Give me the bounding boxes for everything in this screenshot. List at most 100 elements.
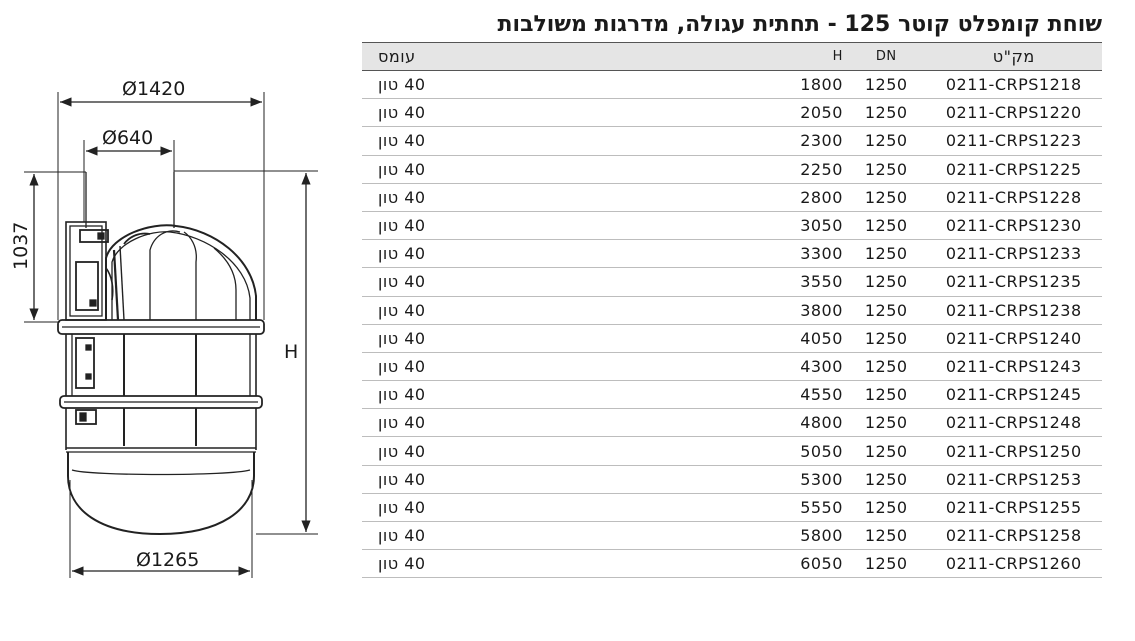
cell-sku: 0211-CRPS1253 xyxy=(925,465,1102,494)
cell-dn: 1250 xyxy=(846,183,926,212)
header-load: עומס xyxy=(362,42,543,71)
cell-load: 40 טון xyxy=(362,521,543,551)
cell-h: 3300 xyxy=(543,239,847,269)
cell-sku: 0211-CRPS1235 xyxy=(925,267,1102,297)
dim-bottom: Ø1265 xyxy=(136,549,199,571)
manhole-drawing: Ø1420 Ø640 1037 H Ø1265 xyxy=(10,78,318,578)
cell-load: 40 טון xyxy=(362,324,543,353)
cell-h: 6050 xyxy=(543,549,847,579)
cell-dn: 1250 xyxy=(846,352,926,382)
cell-load: 40 טון xyxy=(362,380,543,410)
cell-h: 3800 xyxy=(543,296,847,325)
cell-h: 3550 xyxy=(543,267,847,297)
dim-height-cone: 1037 xyxy=(10,222,32,270)
cell-h: 2300 xyxy=(543,126,847,156)
cell-sku: 0211-CRPS1260 xyxy=(925,549,1102,579)
cell-h: 4800 xyxy=(543,408,847,438)
cell-load: 40 טון xyxy=(362,70,543,100)
cell-sku: 0211-CRPS1243 xyxy=(925,352,1102,382)
cell-dn: 1250 xyxy=(846,98,926,128)
cell-h: 4550 xyxy=(543,380,847,410)
cell-load: 40 טון xyxy=(362,211,543,241)
cell-load: 40 טון xyxy=(362,126,543,156)
cell-h: 3050 xyxy=(543,211,847,241)
cell-load: 40 טון xyxy=(362,183,543,212)
cell-sku: 0211-CRPS1258 xyxy=(925,521,1102,551)
cell-sku: 0211-CRPS1225 xyxy=(925,155,1102,184)
dim-top-outer: Ø1420 xyxy=(122,78,185,100)
cell-h: 2050 xyxy=(543,98,847,128)
cell-h: 5800 xyxy=(543,521,847,551)
cell-sku: 0211-CRPS1220 xyxy=(925,98,1102,128)
cell-sku: 0211-CRPS1248 xyxy=(925,408,1102,438)
cell-h: 2250 xyxy=(543,155,847,184)
cell-h: 1800 xyxy=(543,70,847,100)
cell-dn: 1250 xyxy=(846,493,926,523)
cell-load: 40 טון xyxy=(362,465,543,494)
cell-dn: 1250 xyxy=(846,155,926,184)
cell-sku: 0211-CRPS1228 xyxy=(925,183,1102,212)
cell-dn: 1250 xyxy=(846,465,926,494)
header-sku: מק"ט xyxy=(925,42,1102,71)
dim-top-inner: Ø640 xyxy=(102,127,153,149)
cell-sku: 0211-CRPS1230 xyxy=(925,211,1102,241)
cell-load: 40 טון xyxy=(362,155,543,184)
cell-h: 4050 xyxy=(543,324,847,353)
cell-h: 2800 xyxy=(543,183,847,212)
cell-sku: 0211-CRPS1255 xyxy=(925,493,1102,523)
cell-load: 40 טון xyxy=(362,436,543,466)
header-dn: DN xyxy=(846,42,926,71)
cell-dn: 1250 xyxy=(846,239,926,269)
cell-dn: 1250 xyxy=(846,521,926,551)
cell-dn: 1250 xyxy=(846,267,926,297)
table-header-row: עומס H DN מק"ט xyxy=(362,42,1102,71)
cell-load: 40 טון xyxy=(362,549,543,579)
cell-h: 5050 xyxy=(543,436,847,466)
cell-dn: 1250 xyxy=(846,549,926,579)
cell-load: 40 טון xyxy=(362,239,543,269)
cell-dn: 1250 xyxy=(846,408,926,438)
cell-sku: 0211-CRPS1223 xyxy=(925,126,1102,156)
header-h: H xyxy=(543,42,847,71)
cell-load: 40 טון xyxy=(362,493,543,523)
cell-load: 40 טון xyxy=(362,98,543,128)
cell-dn: 1250 xyxy=(846,211,926,241)
cell-dn: 1250 xyxy=(846,436,926,466)
cell-sku: 0211-CRPS1245 xyxy=(925,380,1102,410)
cell-h: 5550 xyxy=(543,493,847,523)
cell-load: 40 טון xyxy=(362,352,543,382)
cell-sku: 0211-CRPS1218 xyxy=(925,70,1102,100)
cell-load: 40 טון xyxy=(362,267,543,297)
cell-load: 40 טון xyxy=(362,408,543,438)
cell-h: 5300 xyxy=(543,465,847,494)
cell-sku: 0211-CRPS1233 xyxy=(925,239,1102,269)
cell-dn: 1250 xyxy=(846,70,926,100)
cell-sku: 0211-CRPS1250 xyxy=(925,436,1102,466)
cell-dn: 1250 xyxy=(846,324,926,353)
cell-h: 4300 xyxy=(543,352,847,382)
cell-dn: 1250 xyxy=(846,126,926,156)
cell-sku: 0211-CRPS1238 xyxy=(925,296,1102,325)
cell-dn: 1250 xyxy=(846,380,926,410)
dim-height-total: H xyxy=(284,341,298,363)
cell-load: 40 טון xyxy=(362,296,543,325)
cell-sku: 0211-CRPS1240 xyxy=(925,324,1102,353)
